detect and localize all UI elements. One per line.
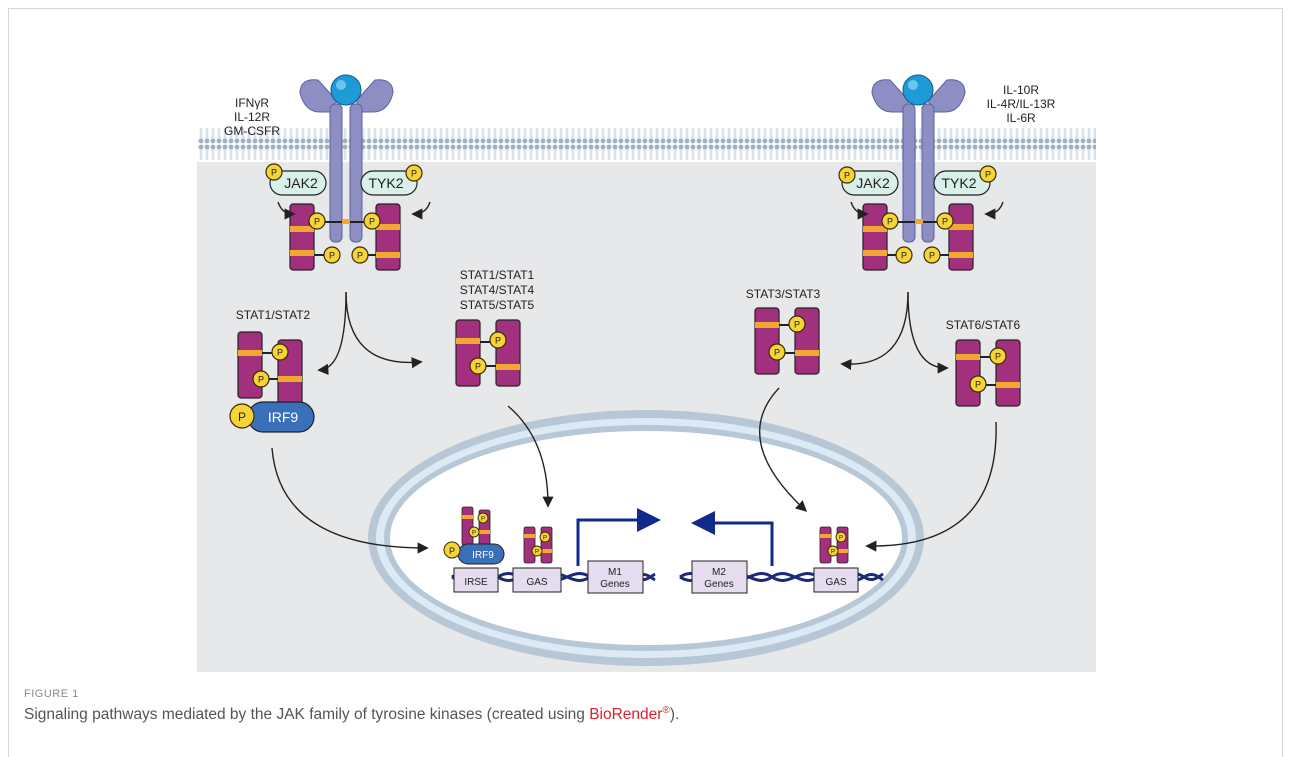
nucleus	[368, 410, 924, 666]
svg-text:IRF9: IRF9	[472, 550, 494, 561]
svg-text:Genes: Genes	[600, 579, 629, 590]
svg-text:IRSE: IRSE	[464, 577, 488, 588]
nuclear-stat-multi-dimer	[523, 526, 553, 564]
svg-text:STAT5/STAT5: STAT5/STAT5	[460, 298, 535, 312]
figure-caption: Signaling pathways mediated by the JAK f…	[24, 705, 679, 724]
m2-genes-box: M2 Genes	[691, 560, 748, 594]
nuclear-irf9: IRF9 P	[443, 541, 505, 565]
tyk2-right: TYK2	[933, 165, 997, 196]
irf9-cytoplasm: IRF9 P	[229, 401, 315, 433]
svg-text:TYK2: TYK2	[941, 175, 976, 191]
jak2-right: JAK2	[838, 166, 899, 196]
stat-monomers-right-receptor	[850, 201, 1004, 271]
arrow-stat33-to-nucleus	[758, 387, 808, 512]
stat-multi-label: STAT1/STAT1 STAT4/STAT4 STAT5/STAT5	[460, 268, 535, 312]
stat12-label: STAT1/STAT2	[236, 308, 311, 322]
stat-multi-dimer	[455, 319, 521, 387]
svg-text:GAS: GAS	[825, 577, 846, 588]
receptor-right-label: IL-10R IL-4R/IL-13R IL-6R	[987, 83, 1056, 125]
figure-label: FIGURE 1	[24, 688, 79, 700]
biorender-link[interactable]: BioRender	[589, 706, 663, 724]
svg-text:IL-6R: IL-6R	[1006, 111, 1036, 125]
arrow-to-stat12	[317, 291, 347, 375]
irse-box: IRSE	[453, 567, 499, 593]
svg-text:Genes: Genes	[704, 579, 733, 590]
svg-text:STAT4/STAT4: STAT4/STAT4	[460, 283, 535, 297]
jak-stat-diagram: P P IFNγR IL-12R GM-CSFR JAK2 TYK2	[197, 74, 1096, 672]
svg-text:STAT1/STAT1: STAT1/STAT1	[460, 268, 535, 282]
stat66-label: STAT6/STAT6	[946, 318, 1021, 332]
gas-box-right: GAS	[813, 567, 859, 593]
stat66-dimer	[955, 339, 1021, 407]
stat12-dimer	[237, 331, 303, 407]
svg-text:TYK2: TYK2	[368, 175, 403, 191]
ligand-right	[902, 74, 934, 106]
svg-text:IL-12R: IL-12R	[234, 110, 270, 124]
tyk2-left: TYK2	[360, 164, 423, 196]
svg-text:P: P	[238, 410, 246, 424]
svg-text:M1: M1	[608, 567, 622, 578]
cell-membrane	[197, 126, 1096, 162]
stat33-label: STAT3/STAT3	[746, 287, 821, 301]
arrow-statmulti-to-nucleus	[507, 405, 554, 508]
svg-text:P: P	[449, 546, 455, 556]
m1-transcription-arrow	[576, 508, 661, 566]
arrow-to-stat33	[840, 291, 909, 371]
registered-mark: ®	[662, 705, 670, 716]
arrow-stat12-to-nucleus	[271, 447, 429, 554]
stat-monomers-left-receptor	[277, 201, 431, 271]
svg-text:IL-4R/IL-13R: IL-4R/IL-13R	[987, 97, 1056, 111]
svg-text:JAK2: JAK2	[856, 175, 890, 191]
jak2-left: JAK2	[265, 163, 327, 196]
figure-frame	[8, 8, 1283, 757]
arrow-stat66-to-nucleus	[865, 421, 997, 552]
arrow-to-stat66	[907, 291, 949, 374]
svg-text:GM-CSFR: GM-CSFR	[224, 124, 280, 138]
svg-text:JAK2: JAK2	[284, 175, 318, 191]
nuclear-stat-right-dimer	[819, 526, 849, 564]
caption-suffix: ).	[669, 706, 680, 724]
svg-text:IRF9: IRF9	[268, 409, 299, 425]
m1-genes-box: M1 Genes	[587, 560, 644, 594]
stat33-dimer	[754, 307, 820, 375]
svg-text:IFNγR: IFNγR	[235, 96, 269, 110]
receptor-right	[871, 74, 966, 243]
receptor-left	[299, 74, 394, 243]
ligand-left	[330, 74, 362, 106]
svg-text:M2: M2	[712, 567, 726, 578]
receptor-left-label: IFNγR IL-12R GM-CSFR	[224, 96, 280, 138]
svg-text:IL-10R: IL-10R	[1003, 83, 1039, 97]
m2-transcription-arrow	[691, 511, 774, 566]
caption-prefix: Signaling pathways mediated by the JAK f…	[24, 706, 590, 724]
gas-box-left: GAS	[512, 567, 562, 593]
arrow-to-stat-multi	[345, 291, 423, 369]
svg-text:GAS: GAS	[526, 577, 547, 588]
